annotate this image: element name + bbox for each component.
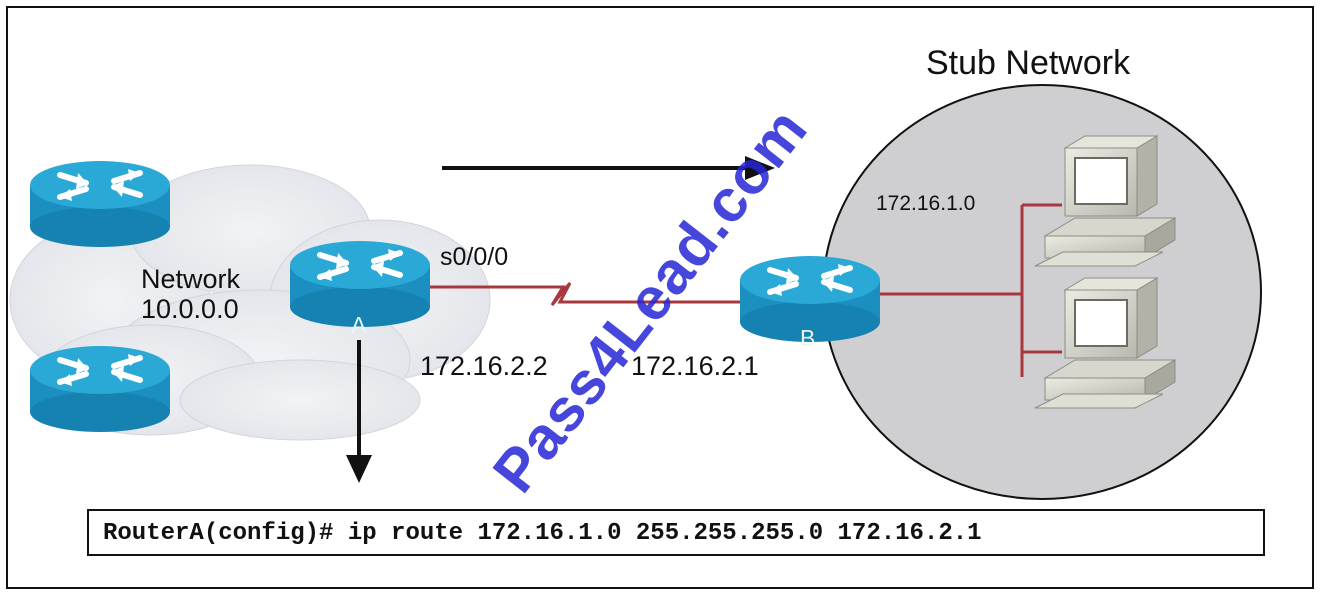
- stub-network-title: Stub Network: [926, 44, 1131, 82]
- router-left-bottom: [30, 346, 170, 432]
- router-b-letter: B: [800, 325, 816, 351]
- router-b-ip: 172.16.2.1: [631, 351, 759, 381]
- network-label: Network: [141, 264, 241, 294]
- stub-subnet-label: 172.16.1.0: [876, 192, 976, 215]
- direction-arrow-down: [346, 340, 372, 483]
- network-address: 10.0.0.0: [141, 294, 239, 324]
- command-box: RouterA(config)# ip route 172.16.1.0 255…: [87, 509, 1265, 556]
- router-left-top: [30, 161, 170, 247]
- lan-segment: [870, 203, 1062, 377]
- direction-arrow-right: [442, 156, 775, 180]
- command-text: RouterA(config)# ip route 172.16.1.0 255…: [103, 520, 982, 547]
- interface-label: s0/0/0: [440, 243, 509, 271]
- serial-link: [425, 282, 745, 306]
- router-a-letter: A: [351, 312, 367, 338]
- stub-network-area: [822, 84, 1262, 500]
- router-a-ip: 172.16.2.2: [420, 351, 548, 381]
